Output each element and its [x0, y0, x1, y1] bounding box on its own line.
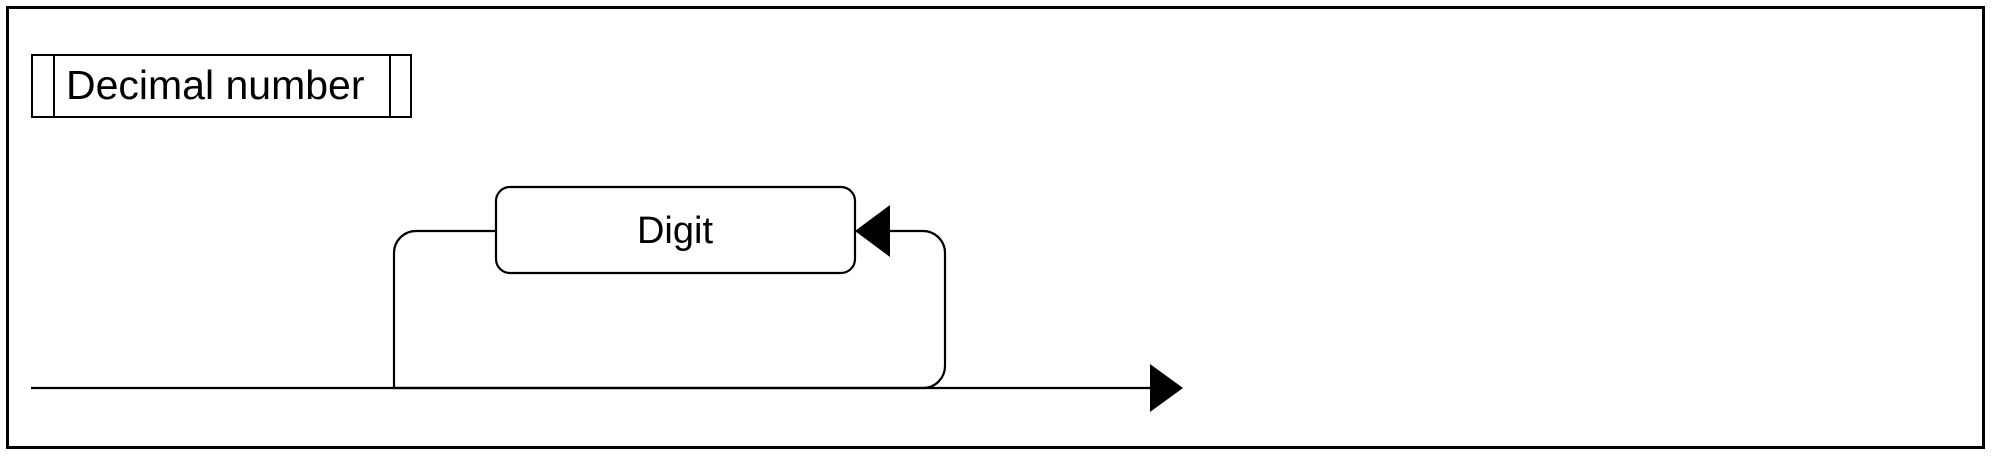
title-box-label-cell: [53, 54, 391, 118]
digit-box-label: Digit: [637, 210, 713, 252]
exit-arrow-icon: [1150, 364, 1183, 412]
loop-arrow-icon: [855, 205, 890, 257]
page-title: Decimal number: [66, 62, 365, 108]
title-box-right-cell: [389, 54, 412, 118]
node-digit[interactable]: Digit: [494, 185, 857, 275]
loop-rail-right: [394, 229, 947, 390]
title-box-left-cell: [31, 54, 55, 118]
digit-box-shape: [494, 185, 857, 275]
loop-rail-left: [392, 229, 496, 388]
outer-border: [6, 6, 1985, 449]
title-box: Decimal number: [31, 54, 412, 118]
